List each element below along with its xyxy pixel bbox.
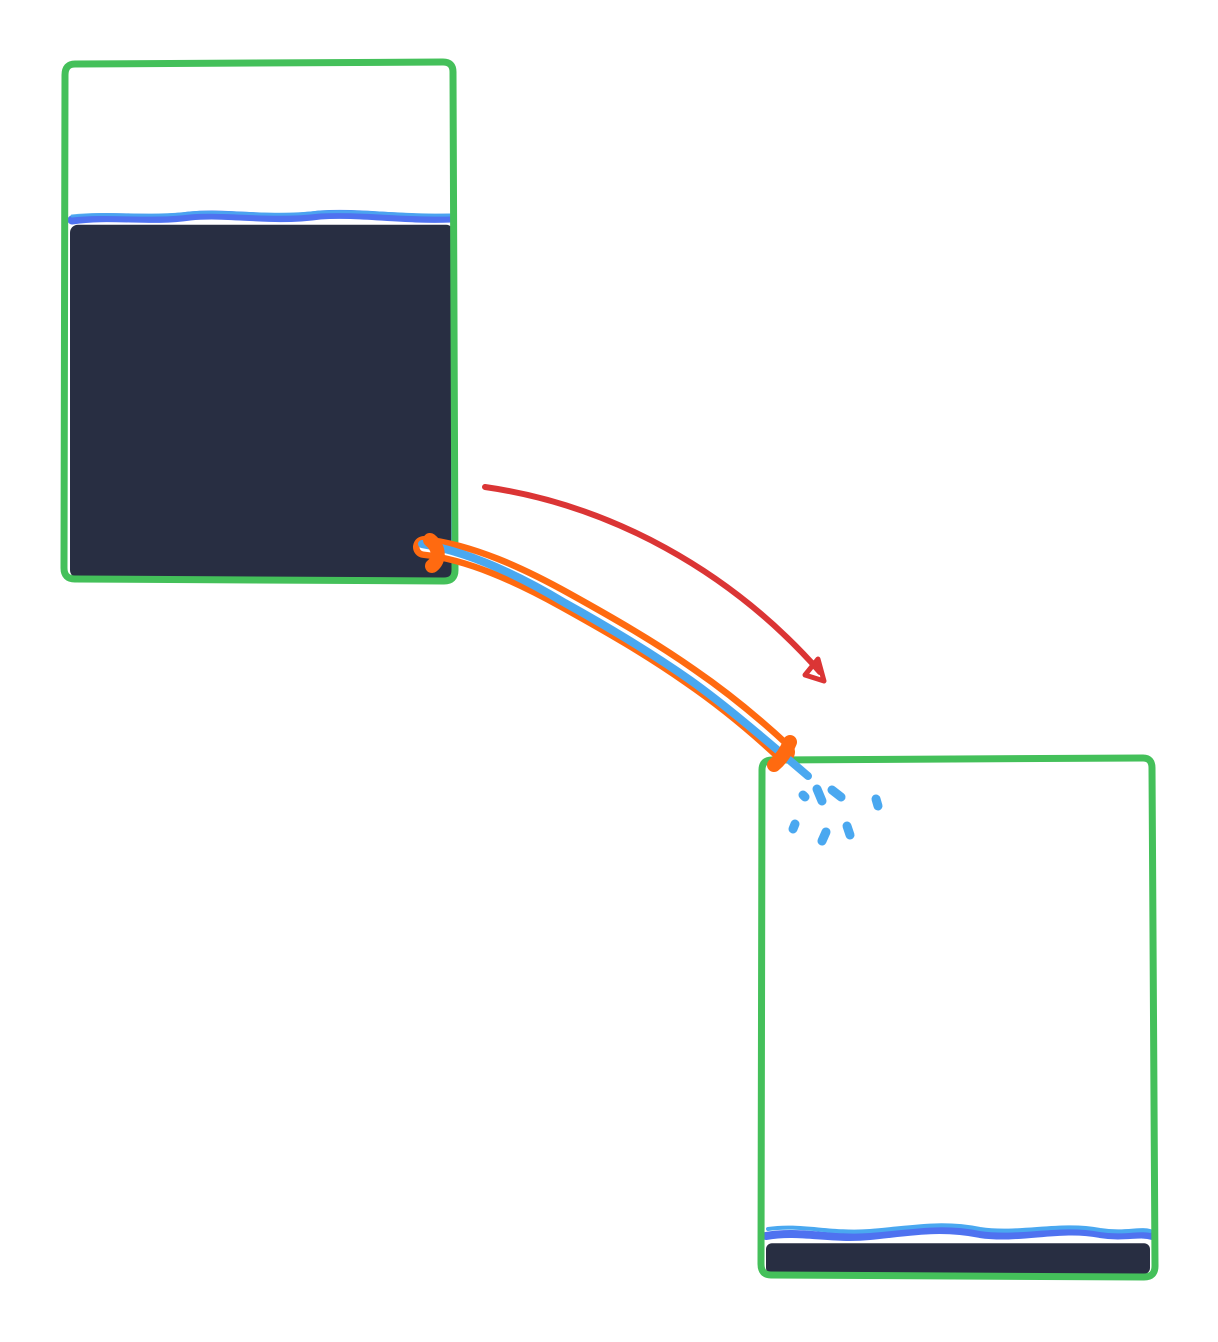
source-liquid [70, 224, 454, 578]
target-tank-outline [757, 754, 1159, 1281]
target-liquid-surface [762, 1226, 1156, 1241]
target-liquid [766, 1243, 1150, 1274]
source-liquid-surface [67, 209, 457, 225]
target-tank [757, 754, 1159, 1281]
hose-icon [413, 533, 812, 780]
source-liquid-highlight [70, 210, 452, 218]
target-liquid-highlight [766, 1223, 1152, 1234]
water-droplets-icon [788, 784, 883, 846]
source-tank-outline [60, 58, 459, 585]
source-tank [60, 58, 459, 585]
curved-arrow-icon [482, 484, 827, 684]
